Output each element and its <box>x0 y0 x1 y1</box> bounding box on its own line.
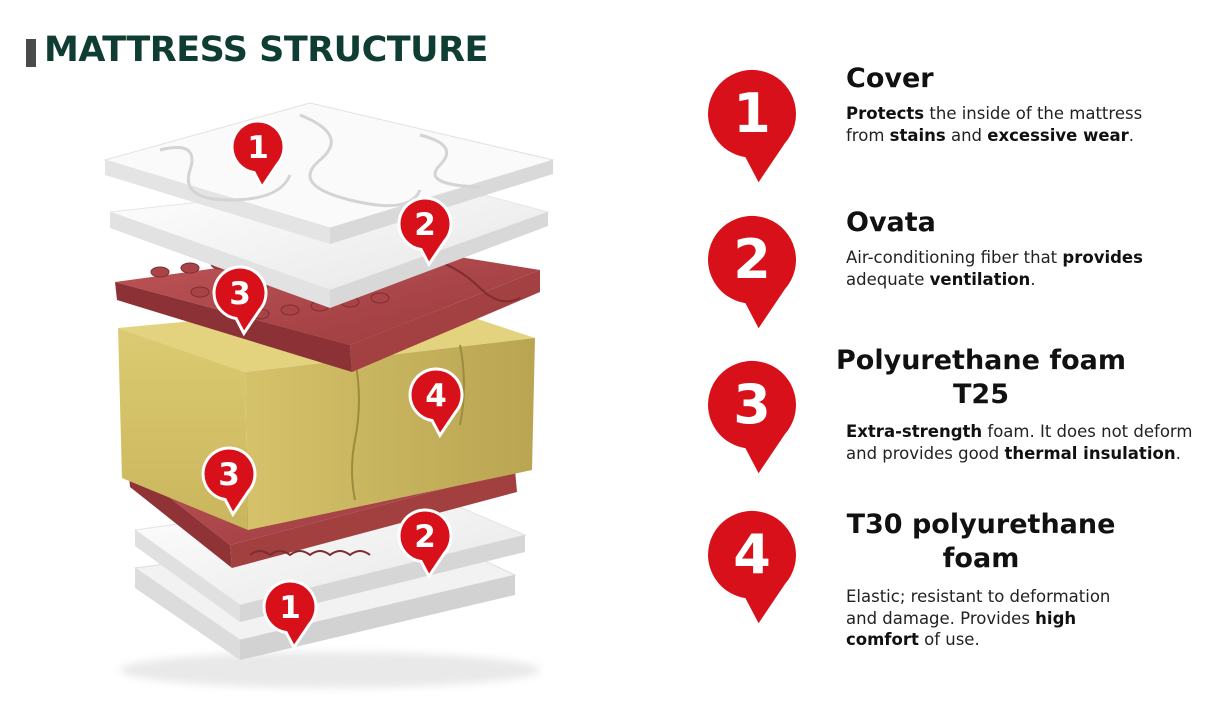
legend-item-title: Ovata <box>846 207 936 238</box>
legend-pin-number: 1 <box>733 82 771 145</box>
layer-pin-6: 2 <box>397 508 453 580</box>
pin-marker <box>212 265 268 337</box>
layer-pin-number: 2 <box>414 519 436 555</box>
legend-item-1: Cover <box>846 62 934 96</box>
legend-pin-number: 4 <box>733 523 771 586</box>
layer-pin-number: 3 <box>218 457 240 493</box>
floor-shadow <box>120 652 540 688</box>
layer-pin-number: 4 <box>425 378 447 414</box>
layer-pin-number: 1 <box>247 130 269 166</box>
layer-pin-number: 1 <box>279 590 301 626</box>
legend-pin-2: 2 <box>707 215 796 329</box>
layer-pins: 1 2 3 4 3 2 1 <box>201 119 464 651</box>
layer-pin-number: 2 <box>414 207 436 243</box>
pin-marker <box>397 508 453 580</box>
legend-pin-4: 4 <box>707 510 796 624</box>
pin-marker <box>230 119 286 191</box>
pin-marker <box>408 367 464 439</box>
pin-marker <box>707 215 796 329</box>
title-accent-bar <box>26 39 36 67</box>
pin-marker <box>262 579 318 651</box>
legend-item-3: Polyurethane foam T25 <box>836 344 1126 412</box>
legend-pin-number: 2 <box>733 228 771 291</box>
pin-marker <box>707 510 796 624</box>
legend-item-title: Polyurethane foam T25 <box>836 345 1126 410</box>
layer-pin-number: 3 <box>229 276 251 312</box>
layer-pin-1: 1 <box>230 119 286 191</box>
legend-item-title: Cover <box>846 63 934 94</box>
layer-pin-2: 2 <box>397 196 453 268</box>
layer-pin-7: 1 <box>262 579 318 651</box>
legend-pin-number: 3 <box>733 373 771 436</box>
layer-pin-5: 3 <box>201 446 257 518</box>
mattress-layers-illustration: 1 2 3 4 3 2 1 <box>103 102 555 688</box>
legend-item-2: Ovata <box>846 206 936 240</box>
pin-marker <box>707 69 796 183</box>
layer-pin-3: 3 <box>212 265 268 337</box>
layer-pin-4: 4 <box>408 367 464 439</box>
pin-marker <box>201 446 257 518</box>
page-title: MATTRESS STRUCTURE <box>44 30 488 70</box>
pin-marker <box>707 360 796 474</box>
legend-item-4: T30 polyurethane foam <box>846 508 1126 576</box>
legend-pin-3: 3 <box>707 360 796 474</box>
legend-item-title: T30 polyurethane foam <box>846 509 1116 574</box>
pin-marker <box>397 196 453 268</box>
legend-pin-1: 1 <box>707 69 796 183</box>
